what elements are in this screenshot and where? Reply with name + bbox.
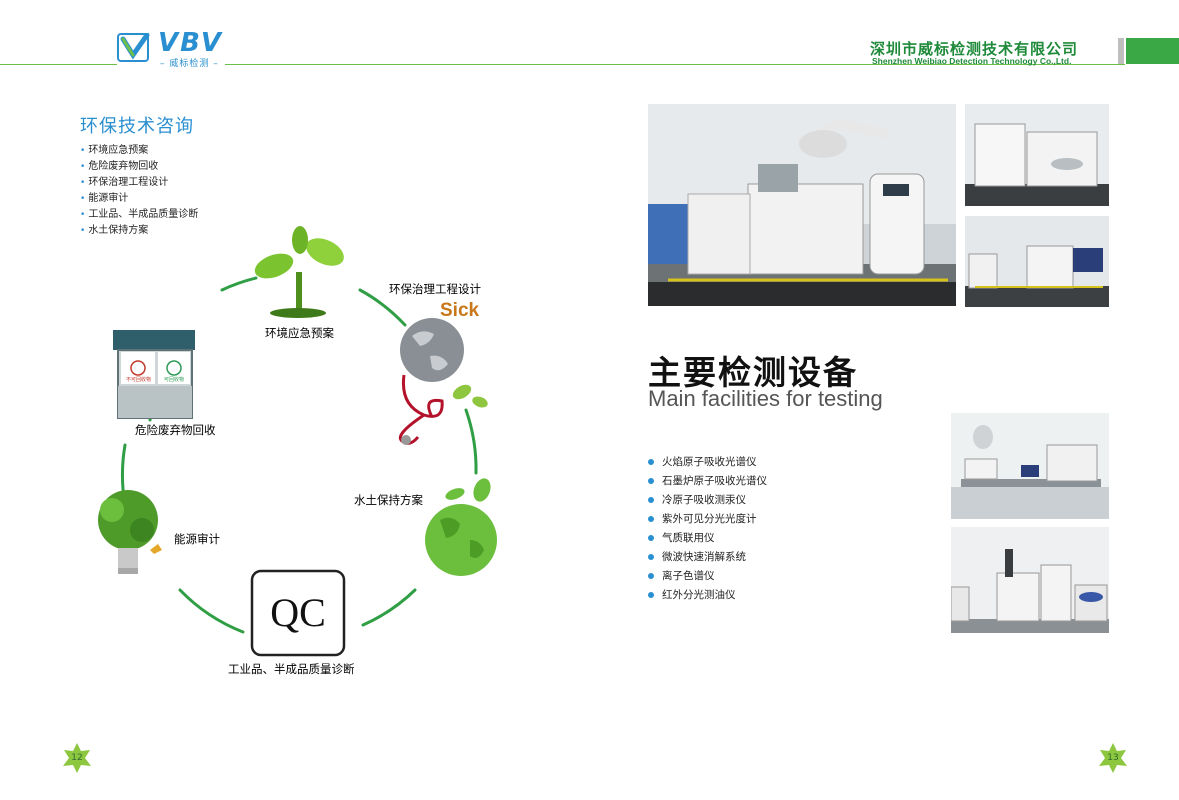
recycle-bin-icon: 不可回收物 可回收物	[113, 330, 195, 419]
globe-stethoscope-icon: Sick	[398, 300, 488, 445]
bin-right-label: 可回收物	[164, 376, 184, 383]
label-waste: 危险废弃物回收	[135, 423, 216, 437]
sick-text: Sick	[440, 300, 480, 321]
header-line-left	[0, 64, 117, 65]
page-number-right: 13	[1107, 753, 1119, 763]
leaf-icon	[1099, 743, 1127, 773]
label-quality: 工业品、半成品质量诊断	[228, 662, 355, 676]
company-name-cn: 深圳市威标检测技术有限公司	[870, 40, 1079, 58]
leaf-icon	[63, 743, 91, 773]
list-item: 火焰原子吸收光谱仪	[648, 453, 767, 472]
label-energy: 能源审计	[174, 532, 220, 546]
equipment-list: 火焰原子吸收光谱仪 石墨炉原子吸收光谱仪 冷原子吸收测汞仪 紫外可见分光光度计 …	[648, 453, 767, 605]
sprout-icon	[254, 226, 344, 318]
main-subtitle: Main facilities for testing	[648, 386, 883, 411]
logo-text: VBV	[158, 28, 224, 58]
list-item: 水土保持方案	[80, 223, 198, 239]
list-item: 微波快速消解系统	[648, 548, 767, 567]
company-name-en: Shenzhen Weibiao Detection Technology Co…	[872, 56, 1072, 66]
lab-photo-aas	[965, 104, 1109, 206]
section-title: 环保技术咨询	[80, 116, 194, 137]
label-emergency: 环境应急预案	[265, 326, 334, 340]
header-accent-grey	[1118, 38, 1124, 64]
label-soil: 水土保持方案	[354, 493, 423, 507]
page-number-left: 12	[71, 753, 83, 763]
green-globe-icon	[425, 478, 497, 576]
cycle-arc	[358, 288, 407, 327]
list-item: 红外分光测油仪	[648, 586, 767, 605]
list-item: 石墨炉原子吸收光谱仪	[648, 472, 767, 491]
service-list: 环境应急预案 危险废弃物回收 环保治理工程设计 能源审计 工业品、半成品质量诊断…	[80, 143, 198, 239]
lab-photo-gc	[648, 104, 956, 306]
list-item: 冷原子吸收测汞仪	[648, 491, 767, 510]
list-item: 离子色谱仪	[648, 567, 767, 586]
lab-photo-room	[951, 413, 1109, 519]
list-item: 能源审计	[80, 191, 198, 207]
main-title: 主要检测设备	[648, 353, 858, 392]
cycle-arc	[178, 588, 245, 634]
label-engineering: 环保治理工程设计	[389, 282, 481, 296]
list-item: 危险废弃物回收	[80, 159, 198, 175]
lightbulb-tree-icon	[98, 490, 162, 574]
list-item: 工业品、半成品质量诊断	[80, 207, 198, 223]
cycle-arc	[220, 276, 258, 292]
header-accent-green	[1126, 38, 1179, 64]
cycle-arc	[361, 588, 417, 627]
list-item: 环境应急预案	[80, 143, 198, 159]
bin-left-label: 不可回收物	[126, 376, 151, 383]
cycle-arc	[464, 408, 478, 475]
qc-icon: QC	[250, 569, 346, 657]
header-line-right	[225, 64, 1125, 65]
lab-photo-hplc	[965, 216, 1109, 307]
logo-subtitle: – 威标检测 –	[160, 59, 219, 69]
logo-mark	[117, 32, 157, 63]
list-item: 气质联用仪	[648, 529, 767, 548]
lab-photo-gcms	[951, 527, 1109, 633]
list-item: 紫外可见分光光度计	[648, 510, 767, 529]
qc-text: QC	[270, 590, 326, 635]
cycle-diagram: Sick 不可回收物 可回收物 QC 环境应急预案 环保治理工程设计 危险废弃物…	[98, 226, 497, 676]
list-item: 环保治理工程设计	[80, 175, 198, 191]
